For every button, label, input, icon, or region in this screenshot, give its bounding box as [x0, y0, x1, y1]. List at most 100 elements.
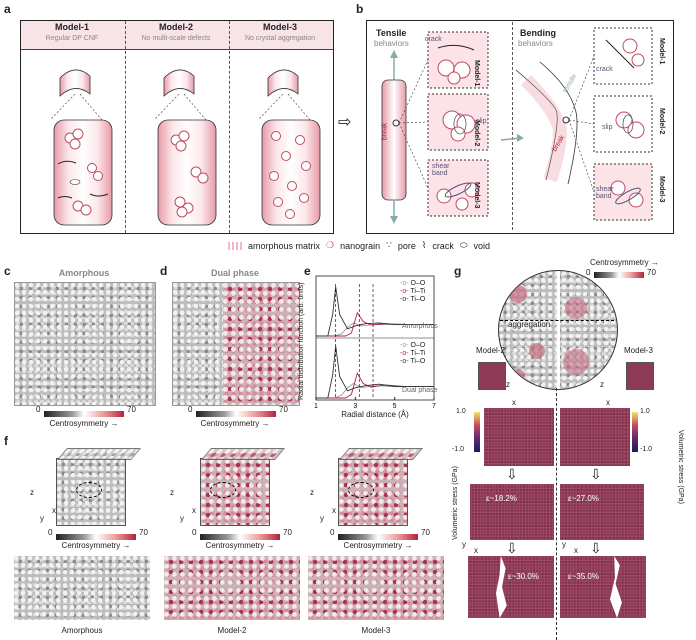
rdf-legend-titi: Ti–Ti	[410, 288, 426, 295]
panel-a-header	[21, 21, 333, 49]
model2-subtitle: No multi-scale defects	[141, 35, 211, 42]
g-centrosymmetry-label: Centrosymmetry →	[590, 258, 659, 267]
divider	[125, 21, 126, 233]
arrow-left-1: ⇩	[506, 466, 518, 482]
panel-c-title: Amorphous	[58, 268, 110, 278]
rdf-legend-bottom: -o- O–O -o- Ti–Ti -o- Ti–O	[400, 342, 426, 365]
g-right-axis-x: x	[606, 398, 610, 407]
panel-label-a: a	[4, 2, 11, 16]
legend-void: void	[473, 240, 491, 251]
model2-illustration	[153, 69, 217, 226]
g-right-axis-z: z	[600, 380, 604, 389]
model1-title: Model-1	[54, 22, 89, 32]
label-crack-tensile: crack	[425, 36, 442, 43]
model1-subtitle: Regular DP CNF	[45, 35, 99, 42]
g-left-axis-z: z	[506, 380, 510, 389]
panel-a-frame	[20, 20, 334, 234]
colorbar-f2	[200, 534, 280, 540]
panel-label-d: d	[160, 264, 168, 278]
rdf-series-group	[316, 284, 434, 399]
colorbar-f3-max: 70	[421, 528, 430, 537]
cube-model2	[200, 448, 286, 526]
g-model2-cube	[478, 362, 506, 390]
rdf-series-5	[316, 345, 434, 399]
colorbar-d	[196, 411, 276, 417]
pore-icon: ∵	[386, 240, 392, 250]
colorbar-f1-label: Centrosymmetry →	[61, 541, 131, 550]
cube-model3	[338, 448, 424, 526]
rdf-legend-tio-2: Ti–O	[410, 358, 426, 365]
legend-pore: pore	[397, 240, 416, 251]
stress-right-initial	[560, 408, 630, 466]
bending-model3-label: Model-3	[658, 176, 665, 203]
colorbar-f3-label: Centrosymmetry →	[343, 541, 413, 550]
rdf-legend-top: -o- O–O -o- Ti–Ti -o- Ti–O	[400, 280, 426, 303]
strain-left-1: ε~18.2%	[486, 494, 517, 503]
g-bottom-axis-y-left: y	[462, 540, 466, 549]
stress-left-max: 1.0	[456, 408, 466, 415]
zoom-model3	[308, 556, 444, 620]
label-slip-bending: slip	[602, 124, 613, 131]
colorbar-g-max: 70	[647, 268, 656, 277]
model1-illustration	[49, 69, 113, 226]
panel-label-f: f	[4, 434, 8, 448]
colorbar-f1-min: 0	[48, 528, 53, 537]
g-model3-label: Model-3	[624, 346, 653, 355]
stress-label-left: Volumetric stress (GPa)	[452, 466, 459, 540]
bending-model1-label: Model-1	[658, 38, 665, 65]
model3-illustration	[257, 69, 321, 226]
model2-title: Model-2	[158, 22, 193, 32]
f2-axis-z: z	[170, 488, 174, 497]
panel-label-e: e	[304, 264, 311, 278]
aggregation-label: aggregation	[508, 320, 551, 329]
arrow-right-1: ⇩	[590, 466, 602, 482]
bending-model2-label: Model-2	[658, 108, 665, 135]
stress-right-strain2	[560, 556, 646, 618]
legend: amorphous matrix ❍ nanograin ∵ pore ⌇ cr…	[228, 240, 490, 251]
colorbar-g	[594, 272, 644, 278]
rdf-xtick-2: 5	[393, 403, 397, 410]
panel-label-g: g	[454, 264, 462, 278]
arrow-a-to-b: ⇨	[338, 114, 352, 131]
tensile-model3-label: Model-3	[473, 182, 480, 209]
colorbar-f2-max: 70	[283, 528, 292, 537]
f1-axis-y: y	[40, 514, 44, 523]
legend-nanograin: nanograin	[340, 240, 381, 251]
tensile-model1-label: Model-1	[473, 60, 480, 87]
colorbar-f2-min: 0	[192, 528, 197, 537]
g-center-dashed	[556, 388, 557, 640]
stress-colorbar-right	[632, 412, 638, 452]
stress-colorbar-left	[474, 412, 480, 452]
colorbar-c-label: Centrosymmetry →	[49, 419, 119, 428]
panel-d-title: Dual phase	[210, 268, 259, 278]
panel-b-divider	[512, 22, 513, 230]
legend-crack: crack	[432, 240, 454, 251]
crack-icon: ⌇	[421, 240, 427, 250]
f-bottom-label-model3: Model-3	[361, 626, 391, 635]
g-bottom-axis-y-right: y	[562, 540, 566, 549]
rdf-legend-titi-2: Ti–Ti	[410, 350, 426, 357]
colorbar-c-min: 0	[36, 405, 41, 414]
amorphous-structure-map	[14, 282, 156, 406]
colorbar-f1-max: 70	[139, 528, 148, 537]
rdf-xlabel: Radial distance (Å)	[341, 410, 409, 419]
g-model2-label: Model-2	[476, 346, 505, 355]
amorphous-swatch	[228, 241, 242, 250]
rdf-series-2	[316, 286, 434, 337]
panel-b-frame	[366, 20, 674, 234]
f3-axis-y: y	[320, 514, 324, 523]
rdf-ylabel: Radial distribution function (arb. units…	[298, 282, 305, 400]
colorbar-d-max: 70	[279, 405, 288, 414]
colorbar-g-min: 0	[586, 268, 591, 277]
colorbar-c	[44, 411, 124, 417]
divider	[21, 49, 333, 50]
label-shear-band-tensile: shear band	[432, 163, 450, 177]
stress-left-strain2	[468, 556, 554, 618]
stress-left-min: -1.0	[452, 446, 465, 453]
legend-amorphous: amorphous matrix	[248, 240, 321, 251]
arrow-left-2: ⇩	[506, 540, 518, 556]
stress-right-min: -1.0	[640, 446, 653, 453]
strain-right-2: ε~35.0%	[568, 572, 599, 581]
aggregation-circle	[498, 270, 618, 390]
